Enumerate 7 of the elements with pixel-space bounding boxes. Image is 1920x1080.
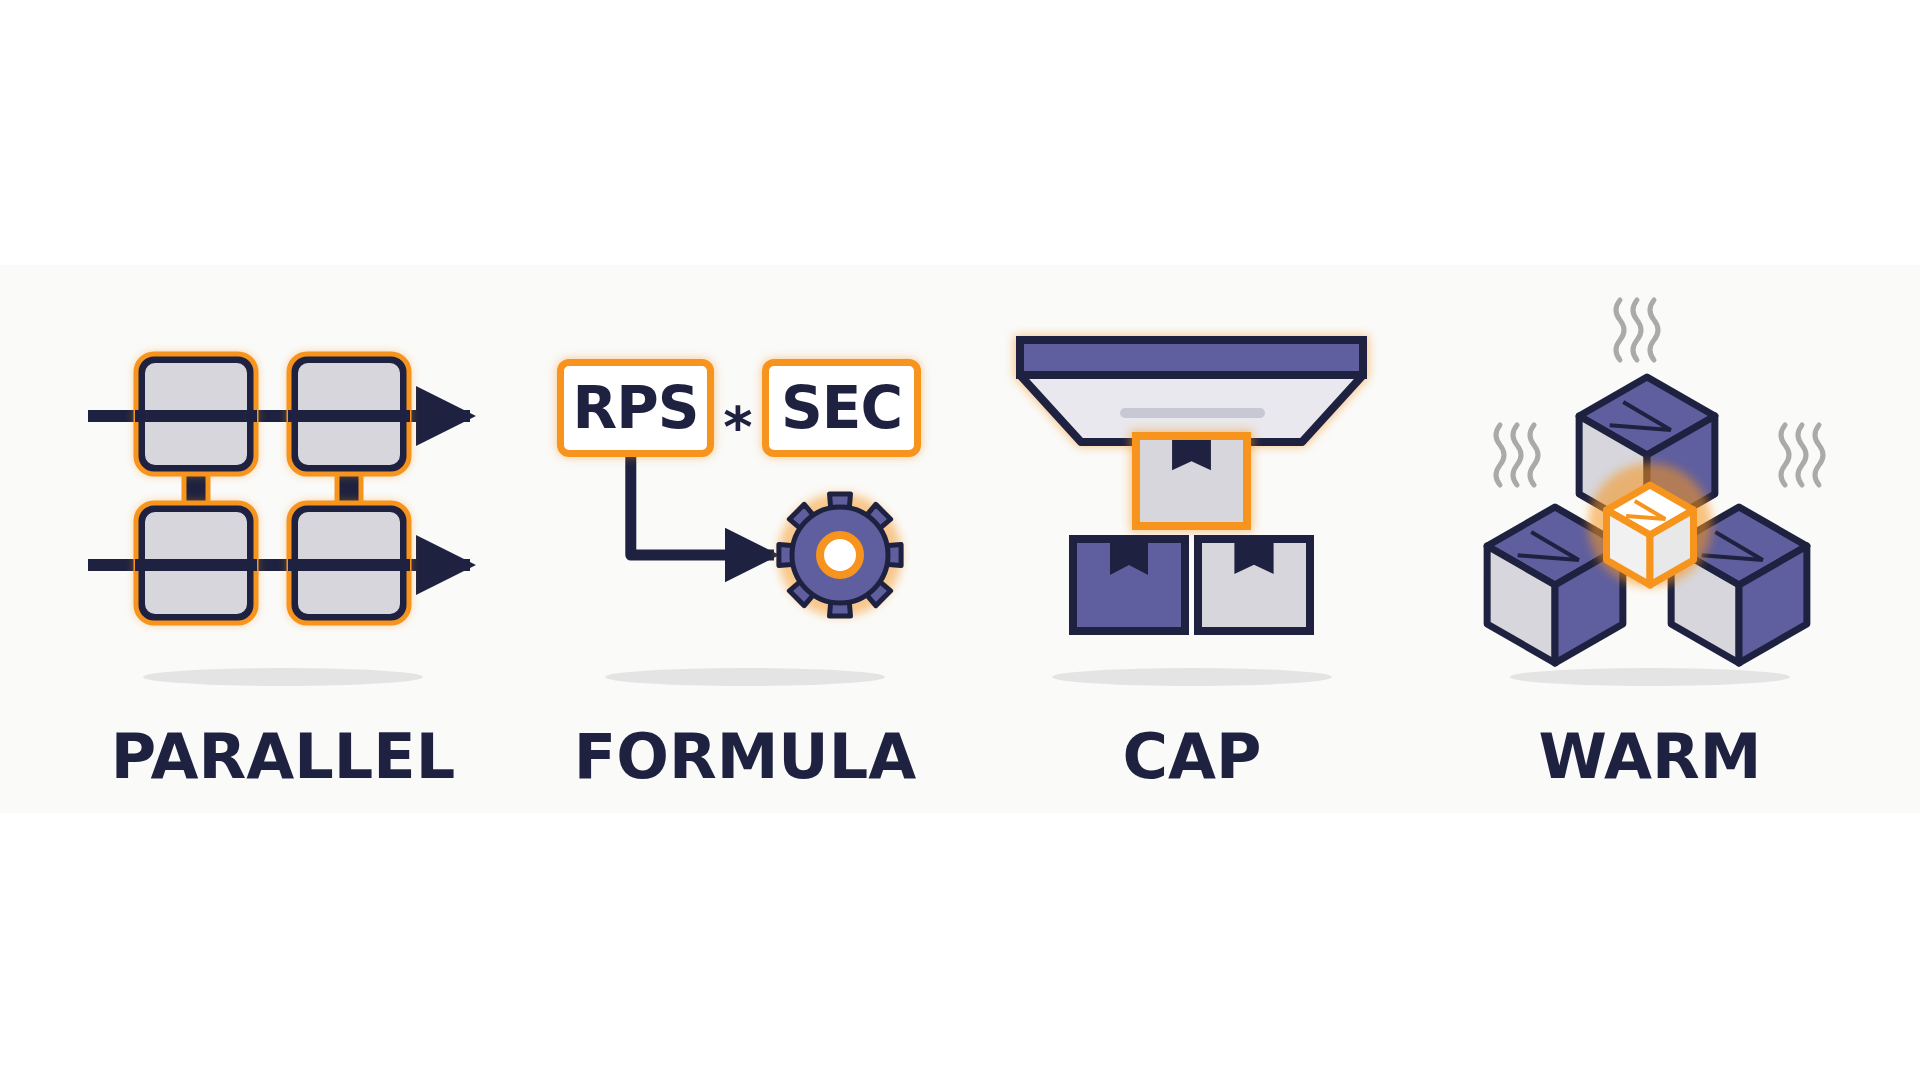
- icon-caption: FORMULA: [573, 719, 917, 793]
- icon-caption: WARM: [1538, 719, 1762, 793]
- icon-caption: CAP: [1122, 719, 1262, 793]
- formula-term-box: RPS: [557, 359, 714, 457]
- icon-caption: PARALLEL: [110, 719, 456, 793]
- formula-term-box: SEC: [762, 359, 921, 457]
- operator: *: [723, 394, 753, 460]
